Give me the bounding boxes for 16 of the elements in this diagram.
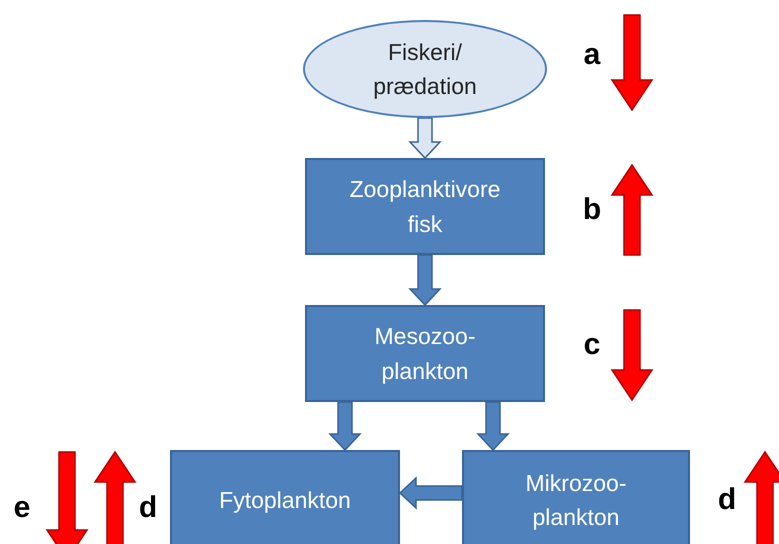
trend-label: d: [138, 491, 158, 525]
trend-label: e: [14, 491, 30, 525]
trend-label: b: [582, 193, 602, 227]
ellipse-node: Fiskeri/ prædation: [303, 20, 547, 118]
process-box: Mikrozoo- plankton: [462, 450, 690, 544]
process-box: Fytoplankton: [170, 450, 400, 544]
block-arrow: [328, 401, 362, 452]
block-arrow: [398, 476, 463, 510]
process-box: Zooplanktivore fisk: [305, 158, 545, 255]
trend-label: c: [584, 328, 600, 362]
block-arrow: [408, 254, 442, 306]
trend-label: d: [718, 483, 736, 517]
process-box: Mesozoo- plankton: [305, 305, 545, 402]
block-arrow: [476, 401, 510, 452]
block-arrow: [408, 117, 442, 160]
trend-label: a: [584, 38, 600, 72]
